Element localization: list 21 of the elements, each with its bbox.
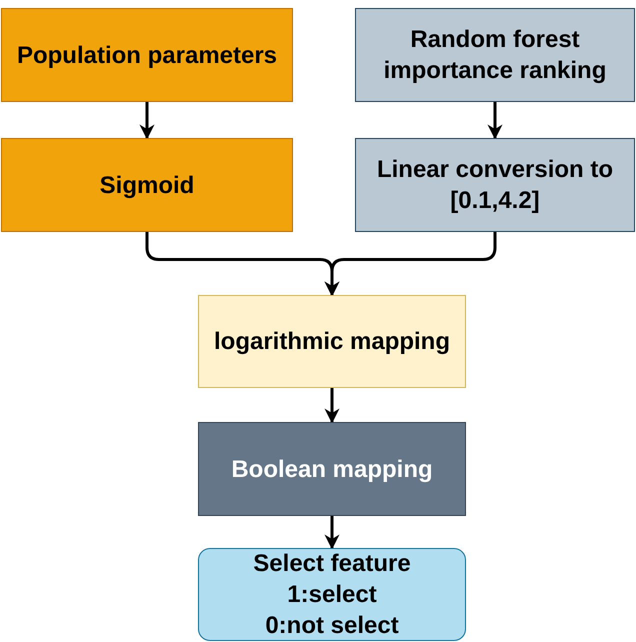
arrow — [488, 102, 502, 140]
arrow — [324, 232, 496, 296]
arrow — [140, 102, 154, 140]
box-label: 1:select — [287, 580, 377, 610]
arrow — [324, 516, 340, 550]
box-label: Linear conversion to [0.1,4.2] — [376, 155, 614, 216]
process-box — [198, 422, 466, 516]
box-label: Population parameters — [16, 40, 278, 70]
process-box — [1, 138, 293, 232]
process-box — [198, 548, 466, 641]
box-label: Select feature — [253, 549, 411, 579]
box-label: Random forest importance ranking — [382, 25, 608, 86]
process-box — [1, 8, 293, 102]
process-box — [355, 138, 635, 232]
box-label: logarithmic mapping — [214, 327, 450, 357]
box-label: 0:not select — [265, 611, 399, 641]
process-box — [355, 8, 635, 102]
box-label: Sigmoid — [100, 170, 194, 200]
process-box — [198, 295, 466, 388]
box-label: Boolean mapping — [231, 454, 433, 484]
arrow — [324, 388, 340, 424]
